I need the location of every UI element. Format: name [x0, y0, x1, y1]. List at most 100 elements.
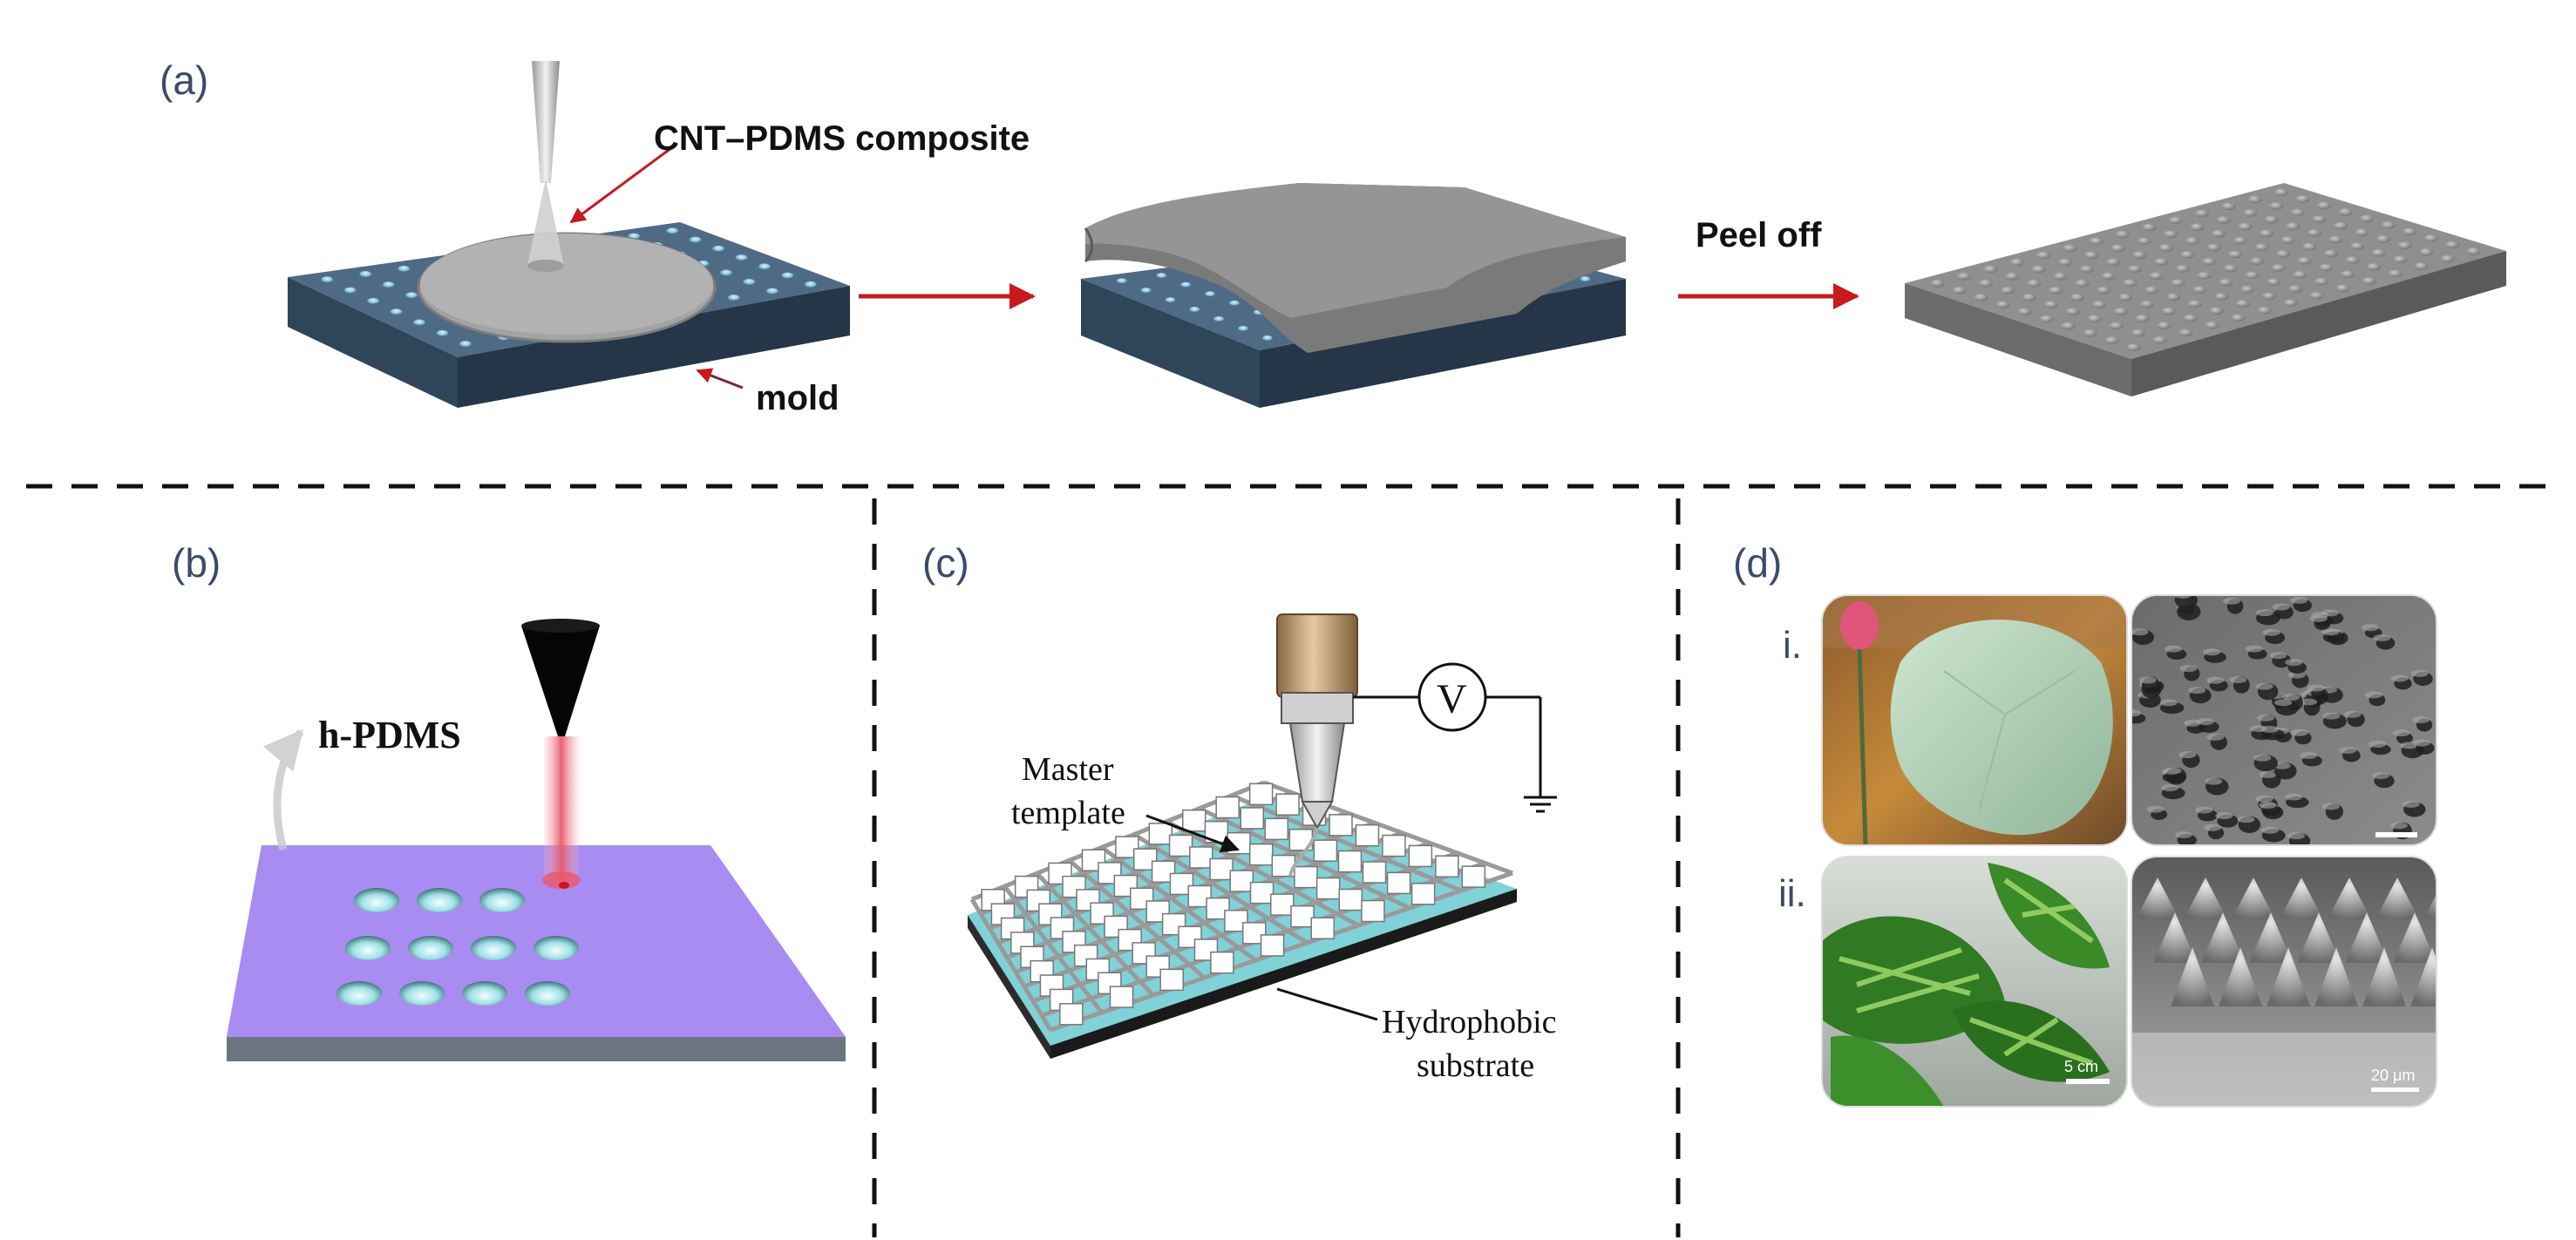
- laser-hole: [525, 981, 570, 1006]
- surface-bump: [2419, 247, 2434, 256]
- surface-bump: [2290, 208, 2305, 217]
- sem-pore-rim: [2287, 832, 2306, 840]
- surface-bump: [2187, 300, 2202, 308]
- sem-pore-rim: [2300, 698, 2318, 706]
- grid-line: [1132, 832, 1308, 945]
- laser-hole: [399, 981, 445, 1006]
- surface-bump: [2036, 251, 2051, 260]
- peeling-sheet: [1081, 183, 1626, 408]
- laser-head: [521, 626, 600, 736]
- sem-spikes: [2136, 877, 2437, 1006]
- surface-bump: [2104, 336, 2119, 344]
- mold-dimple: [719, 269, 732, 277]
- mold-dimple: [398, 265, 411, 273]
- surface-bump: [2127, 265, 2142, 274]
- template-cell: [1240, 807, 1264, 830]
- surface-bump: [2235, 299, 2250, 308]
- surface-bump: [2205, 321, 2219, 329]
- grid-line: [969, 898, 1053, 1032]
- row-ii-label: ii.: [1778, 872, 1806, 915]
- template-cell: [1260, 934, 1285, 957]
- panel-d: (d) i. ii.: [1733, 540, 2437, 1108]
- surface-bump: [2231, 314, 2246, 322]
- template-cell: [1081, 849, 1106, 871]
- surface-bump: [2144, 286, 2159, 295]
- surface-bump: [2209, 307, 2224, 315]
- grid-line: [1003, 884, 1104, 1014]
- template-cell: [1148, 823, 1173, 845]
- grid-line: [1100, 845, 1258, 963]
- surface-bump: [2039, 315, 2054, 323]
- sem-pore-rim: [2309, 614, 2328, 622]
- surface-bump: [2276, 250, 2291, 258]
- surface-bump: [2197, 271, 2212, 280]
- mold-dimple: [712, 245, 725, 253]
- template-cell: [1249, 881, 1274, 905]
- mold-dimple: [436, 329, 449, 337]
- laser-hole: [345, 936, 391, 960]
- template-cell: [1209, 857, 1234, 881]
- template-cell: [1182, 809, 1206, 832]
- surface-bump: [2302, 242, 2317, 251]
- surface-bump: [2087, 315, 2102, 323]
- surface-bump: [2157, 322, 2172, 330]
- sem-pore-rim: [2205, 777, 2223, 785]
- surface-bump: [2171, 279, 2185, 287]
- surface-bump: [2341, 270, 2355, 279]
- panel-b: (b) h-PDMS: [172, 540, 846, 1061]
- template-cell: [1355, 823, 1380, 847]
- surface-bump: [2216, 216, 2231, 224]
- calathea-leaf-photo: 5 cm: [1822, 857, 2127, 1107]
- surface-bump: [2393, 255, 2408, 264]
- surface-bump: [2049, 286, 2063, 295]
- surface-bump: [2195, 209, 2210, 218]
- surface-bump: [2466, 247, 2481, 255]
- surface-bump: [2185, 237, 2199, 245]
- surface-bump: [2295, 194, 2310, 203]
- sem-spike: [2153, 912, 2197, 963]
- surface-bump: [2309, 291, 2324, 300]
- template-cell: [1382, 834, 1406, 857]
- sem-pore-rim: [2179, 665, 2198, 673]
- surface-bump: [2319, 263, 2334, 272]
- sem-pore-rim: [2164, 645, 2182, 653]
- surface-bump: [2317, 201, 2332, 210]
- surface-bump: [2333, 221, 2348, 230]
- surface-bump: [2283, 299, 2298, 308]
- template-cell: [1168, 834, 1193, 857]
- surface-bump: [2031, 265, 2046, 274]
- calathea-sem-image: 20 μm: [2131, 857, 2437, 1107]
- surface-bump: [2190, 223, 2205, 231]
- mold-dimple: [1580, 276, 1591, 282]
- sem-pore-rim: [2373, 634, 2391, 641]
- surface-bump: [2403, 227, 2417, 236]
- sem-pore-rim: [2300, 752, 2318, 760]
- surface-bump: [2057, 258, 2072, 267]
- mold-dimple: [758, 263, 771, 271]
- leaf-stripes: [1839, 877, 2094, 1066]
- surface-bump: [2201, 257, 2216, 266]
- surface-bump: [2139, 300, 2154, 308]
- surface-bump: [2022, 294, 2036, 302]
- sem-pore-rim: [2196, 718, 2214, 726]
- surface-bump: [2355, 228, 2369, 237]
- surface-bump: [2376, 234, 2391, 243]
- surface-bump: [2212, 229, 2226, 238]
- surface-bump: [1974, 294, 1988, 302]
- sem-pore-rim: [2285, 793, 2303, 801]
- sem-pore-rim: [2159, 699, 2178, 707]
- surface-bump: [2259, 229, 2274, 238]
- sem-pore-rim: [2392, 729, 2410, 737]
- sem-pore-rim: [2290, 728, 2308, 736]
- template-cell: [1386, 871, 1411, 895]
- master-label-line1: Master: [1022, 751, 1114, 788]
- mold-dimple: [1156, 273, 1167, 279]
- sem-pore-rim: [2368, 740, 2386, 748]
- surface-bump: [2009, 258, 2024, 267]
- surface-bump: [2105, 258, 2120, 267]
- surface-bump: [2381, 220, 2396, 229]
- surface-bump: [2362, 276, 2376, 285]
- surface-bump: [2257, 306, 2272, 315]
- surface-bump: [2079, 265, 2094, 274]
- surface-bump: [2083, 329, 2097, 337]
